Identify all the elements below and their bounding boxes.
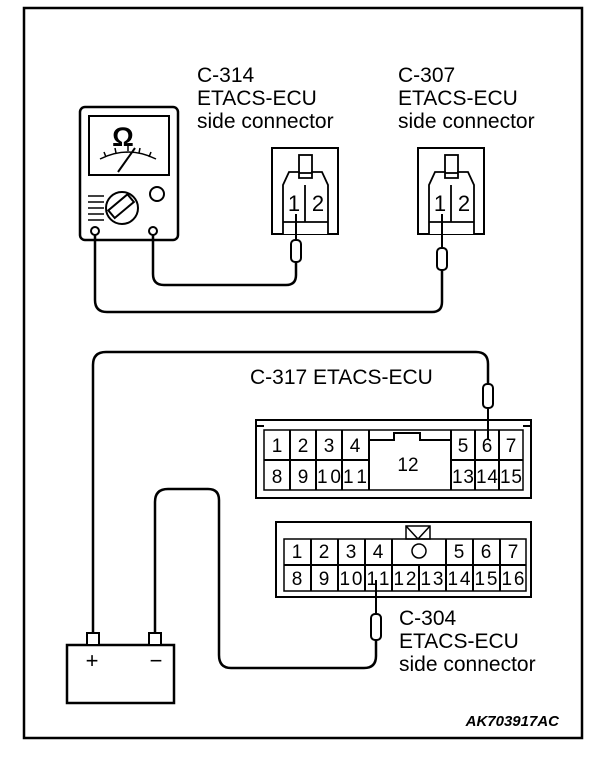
c317-pin-5: 5 (458, 436, 469, 457)
c314-probe (290, 214, 302, 263)
c304-pin-11: 11 (367, 569, 390, 590)
c314-label: C-314 ETACS-ECU side connector (197, 64, 334, 133)
c317-pin-15: 15 (500, 467, 522, 488)
c304-connector (275, 521, 532, 598)
c307-connector (417, 147, 485, 235)
c317-title: C-317 ETACS-ECU (250, 366, 433, 389)
c307-probe (436, 214, 448, 271)
c317-pin-7: 7 (506, 436, 517, 457)
c304-probe (370, 580, 382, 641)
c314-connector (271, 147, 339, 235)
c304-pin-labels: 1 2 3 4 5 6 7 8 9 10 11 12 13 14 15 16 (292, 542, 525, 590)
c304-side: side connector (399, 653, 536, 676)
c314-pin-1: 1 (288, 191, 300, 216)
c304-pin-14: 14 (448, 569, 471, 590)
c314-pin-2: 2 (312, 191, 324, 216)
c304-pin-8: 8 (292, 569, 303, 590)
c304-pin-13: 13 (421, 569, 444, 590)
battery-plus-sign: + (86, 648, 99, 673)
battery-minus-lead-to-c304 (153, 487, 378, 670)
c307-side: side connector (398, 110, 535, 133)
c317-pin-9: 9 (298, 467, 309, 488)
diagram-frame (22, 6, 584, 740)
c304-pin-16: 16 (502, 569, 525, 590)
c304-name: ETACS-ECU (399, 630, 519, 653)
c317-pin-4: 4 (350, 436, 361, 457)
c304-pin-7: 7 (508, 542, 519, 563)
meter-scale-icon (99, 146, 157, 173)
meter-lead-to-c314 (151, 235, 298, 287)
battery-plus-terminal (86, 632, 100, 646)
c304-pin-10: 10 (340, 569, 363, 590)
c304-pin-15: 15 (475, 569, 498, 590)
c304-pin-6: 6 (481, 542, 492, 563)
battery-minus-terminal (148, 632, 162, 646)
c307-label: C-307 ETACS-ECU side connector (398, 64, 535, 133)
c304-pin-2: 2 (319, 542, 330, 563)
c314-side: side connector (197, 110, 334, 133)
c317-pin-2: 2 (298, 436, 309, 457)
c304-pin-4: 4 (373, 542, 384, 563)
c304-pin-3: 3 (346, 542, 357, 563)
c317-pin-labels: 1 2 3 4 5 6 7 8 9 10 11 13 14 15 12 (272, 436, 522, 488)
ohmmeter: Ω (78, 105, 180, 242)
battery: + − (65, 632, 176, 705)
c317-pin-12: 12 (397, 455, 418, 476)
c304-pin-12: 12 (394, 569, 417, 590)
c304-pin-1: 1 (292, 542, 303, 563)
c304-pin-9: 9 (319, 569, 330, 590)
c317-pin-11: 11 (343, 467, 367, 488)
battery-plus-lead-to-c317 (91, 350, 490, 633)
c314-code: C-314 (197, 64, 255, 87)
c307-name: ETACS-ECU (398, 87, 518, 110)
c317-pin-8: 8 (272, 467, 283, 488)
c317-pin-1: 1 (272, 436, 283, 457)
c317-pin-10: 10 (317, 467, 341, 488)
c307-code: C-307 (398, 64, 455, 87)
battery-minus-sign: − (150, 648, 163, 673)
c317-connector (255, 419, 532, 499)
battery-body (65, 643, 176, 705)
c307-pin-1: 1 (434, 191, 446, 216)
c317-pin-13: 13 (452, 467, 474, 488)
c314-name: ETACS-ECU (197, 87, 317, 110)
c317-pin-6: 6 (482, 436, 493, 457)
figure-code: AK703917AC (465, 713, 561, 730)
c304-code: C-304 (399, 607, 457, 630)
meter-lead-to-c307 (93, 235, 444, 314)
c304-pin-5: 5 (454, 542, 465, 563)
c317-pin-14: 14 (476, 467, 498, 488)
c317-pin-3: 3 (324, 436, 335, 457)
range-selector-dial-icon (88, 186, 165, 225)
c307-pin-2: 2 (458, 191, 470, 216)
c317-probe (482, 383, 494, 440)
probe-jack-com (90, 226, 100, 236)
c304-label: C-304 ETACS-ECU side connector (399, 607, 536, 676)
probe-jack-ohm (148, 226, 158, 236)
ohm-symbol: Ω (112, 122, 134, 152)
